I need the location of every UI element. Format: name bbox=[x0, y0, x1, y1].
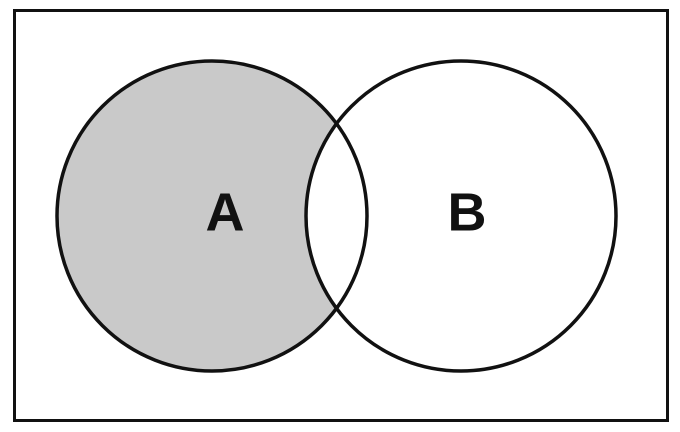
region-a-only-shaded bbox=[57, 61, 367, 371]
set-circle-b[interactable] bbox=[304, 59, 618, 373]
region-a-only-fill bbox=[57, 61, 367, 371]
set-label-a: A bbox=[206, 182, 245, 242]
set-circle-a[interactable] bbox=[55, 59, 369, 373]
universe-rectangle[interactable] bbox=[13, 9, 669, 422]
set-label-b: B bbox=[448, 182, 487, 242]
